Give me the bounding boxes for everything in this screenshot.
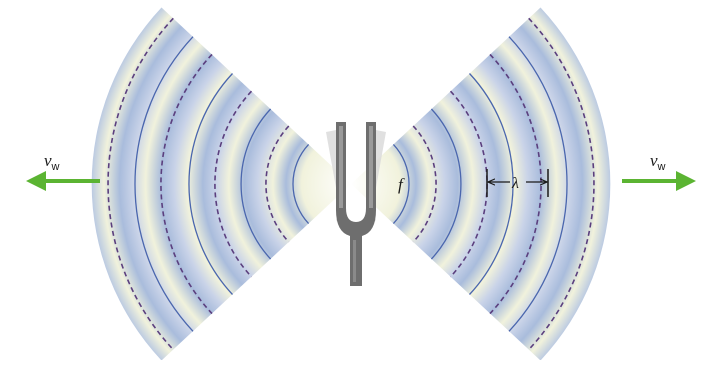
- left-wave-wedge: [91, 7, 351, 361]
- left-trough-wavefront-8: [107, 17, 174, 351]
- right-crest-wavefront-7: [508, 36, 568, 332]
- left-trough-wavefront-4: [214, 90, 253, 278]
- left-velocity-label: vw: [44, 151, 60, 173]
- right-trough-wavefront-2: [412, 125, 437, 243]
- left-crest-wavefront-1: [292, 143, 310, 225]
- wavelength-marker: λ: [486, 169, 549, 197]
- left-velocity-subscript: w: [51, 161, 60, 173]
- frequency-label: f: [398, 175, 405, 194]
- left-wavefronts: [107, 17, 310, 351]
- fork-prongs: [336, 122, 376, 286]
- right-velocity-label: vw: [650, 151, 666, 173]
- right-trough-wavefront-8: [528, 17, 595, 351]
- wavelength-label: λ: [511, 175, 519, 192]
- right-velocity-arrow: vw: [622, 151, 696, 191]
- left-crest-wavefront-7: [134, 36, 194, 332]
- left-velocity-symbol: v: [44, 151, 52, 170]
- right-velocity-subscript: w: [657, 161, 666, 173]
- right-velocity-symbol: v: [650, 151, 658, 170]
- right-crest-wavefront-3: [430, 108, 462, 260]
- left-trough-wavefront-2: [265, 125, 290, 243]
- left-crest-wavefront-5: [188, 73, 233, 295]
- fork-highlight-right: [369, 126, 373, 208]
- tuning-fork: [326, 122, 386, 286]
- right-crest-wavefront-5: [469, 73, 514, 295]
- left-crest-wavefront-3: [240, 108, 272, 260]
- right-crest-wavefront-1: [392, 143, 410, 225]
- left-velocity-arrow: vw: [26, 151, 100, 191]
- fork-highlight: [339, 126, 343, 208]
- fork-stem-highlight: [353, 240, 356, 282]
- right-wave-wedge: [351, 7, 611, 361]
